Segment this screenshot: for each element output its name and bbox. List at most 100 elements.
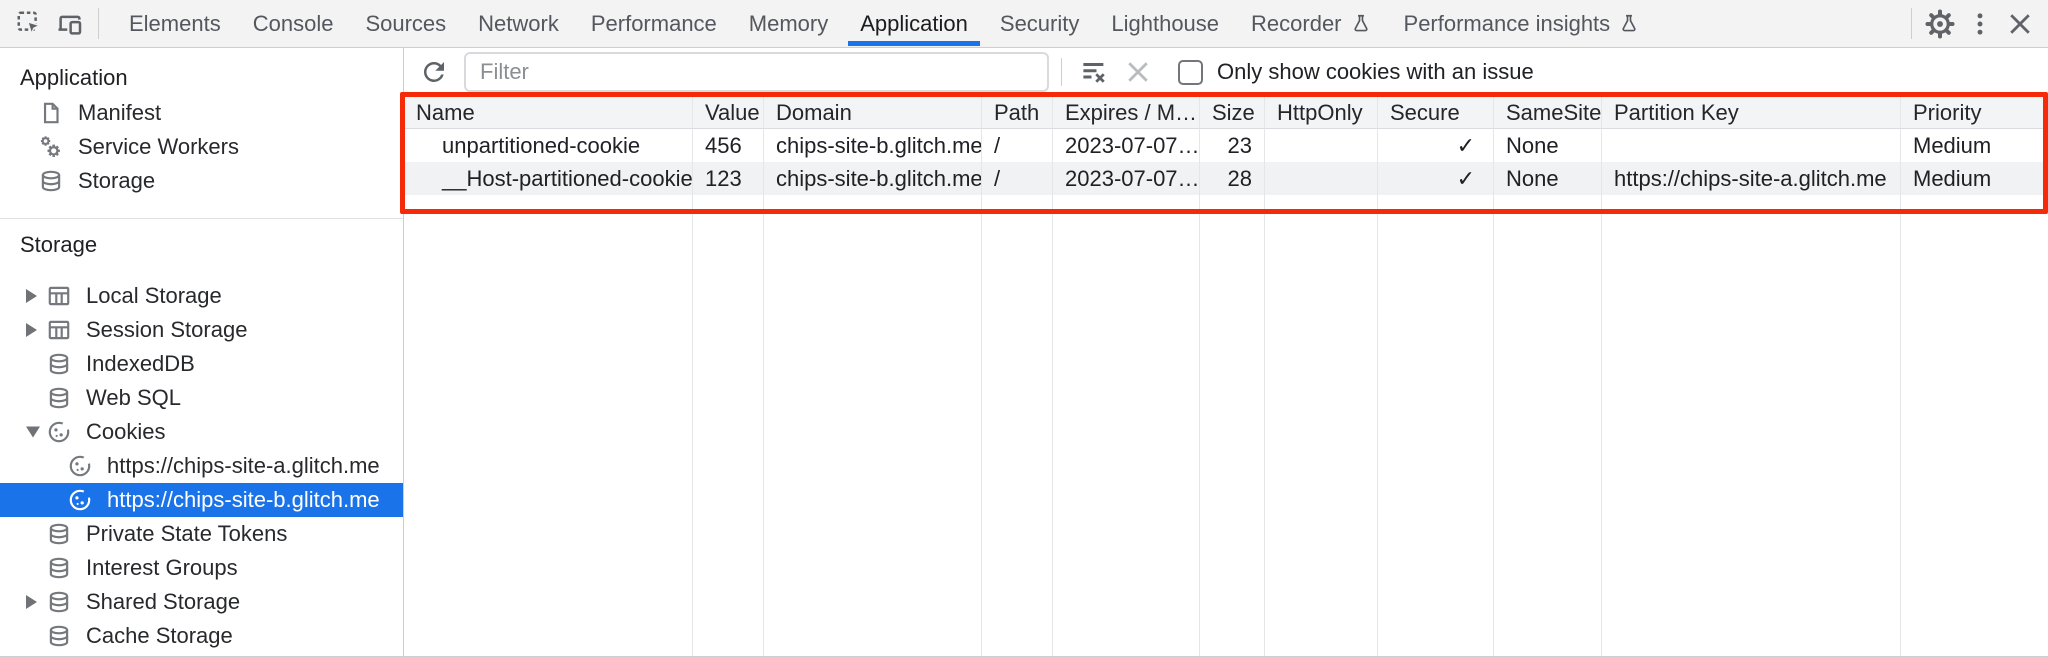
tab-console[interactable]: Console [252,10,334,36]
cell-path: / [982,129,1053,162]
chevron-right-icon[interactable] [26,289,37,303]
sidebar-item-cookies-chips-site-b[interactable]: https://chips-site-b.glitch.me [0,483,403,517]
cell-priority: Medium [1901,162,2048,195]
sidebar-item-cookies[interactable]: Cookies [0,415,403,449]
device-toolbar-icon[interactable] [50,0,90,47]
sidebar-item-label: Cookies [86,419,166,444]
tab-network[interactable]: Network [478,10,559,36]
sidebar-item-interest-groups[interactable]: Interest Groups [0,551,403,585]
section-title: Storage [20,232,98,257]
sidebar-item-session-storage[interactable]: Session Storage [0,313,403,347]
column-header-size[interactable]: Size [1200,96,1265,129]
cookies-filter-bar: Only show cookies with an issue [404,48,2048,96]
panel-tabs: Elements Console Sources Network Perform… [113,0,1656,47]
sidebar-item-label: https://chips-site-b.glitch.me [107,487,380,512]
cell-size: 23 [1200,129,1265,162]
sidebar-item-indexeddb[interactable]: IndexedDB [0,347,403,381]
sidebar-item-label: Shared Storage [86,589,241,614]
sidebar-item-storage[interactable]: Storage [0,164,403,198]
column-header-httponly[interactable]: HttpOnly [1265,96,1378,129]
tab-application[interactable]: Application [848,0,980,47]
tab-elements[interactable]: Elements [129,10,221,36]
cell-name: __Host-partitioned-cookie [404,162,693,195]
database-icon [46,555,72,581]
tab-memory[interactable]: Memory [748,10,829,36]
toolbar-divider [1911,8,1912,39]
chevron-right-icon[interactable] [26,595,37,609]
settings-gear-icon[interactable] [1920,0,1960,47]
column-header-domain[interactable]: Domain [764,96,982,129]
cell-partition-key: https://chips-site-a.glitch.me [1602,162,1901,195]
column-header-expires[interactable]: Expires / M… [1053,96,1200,129]
cell-httponly [1265,129,1378,162]
chevron-right-icon[interactable] [26,323,37,337]
cookie-icon [46,419,72,445]
sidebar-item-local-storage[interactable]: Local Storage [0,279,403,313]
tab-recorder[interactable]: Recorder [1239,0,1383,47]
cookie-row[interactable]: __Host-partitioned-cookie 123 chips-site… [404,162,2048,195]
sidebar-item-label: Web SQL [86,385,181,410]
column-header-partition-key[interactable]: Partition Key [1602,96,1901,129]
tab-performance-insights[interactable]: Performance insights [1392,0,1653,47]
refresh-icon[interactable] [412,50,456,94]
sidebar-item-label: Session Storage [86,317,248,342]
sidebar-item-label: https://chips-site-a.glitch.me [107,453,380,478]
cookie-row[interactable]: unpartitioned-cookie 456 chips-site-b.gl… [404,129,2048,162]
cookie-icon [67,487,93,513]
cell-value: 456 [693,129,764,162]
cookies-table-header: Name Value Domain Path Expires / M… Size… [404,96,2048,129]
cell-domain: chips-site-b.glitch.me [764,162,982,195]
cookies-table: Name Value Domain Path Expires / M… Size… [404,96,2048,656]
sidebar-item-cookies-chips-site-a[interactable]: https://chips-site-a.glitch.me [0,449,403,483]
issue-filter-checkbox[interactable] [1178,59,1203,85]
sidebar-item-label: Private State Tokens [86,521,288,546]
tab-lighthouse[interactable]: Lighthouse [1111,10,1220,36]
sidebar-item-web-sql[interactable]: Web SQL [0,381,403,415]
cookie-icon [67,453,93,479]
cell-value: 123 [693,162,764,195]
tab-sources[interactable]: Sources [365,10,447,36]
tab-performance[interactable]: Performance [590,10,717,36]
sidebar-item-label: Service Workers [78,134,239,159]
filter-input[interactable] [464,52,1049,92]
database-icon [46,385,72,411]
column-header-name[interactable]: Name [404,96,693,129]
database-icon [46,623,72,649]
column-header-path[interactable]: Path [982,96,1053,129]
sidebar-item-label: Local Storage [86,283,222,308]
more-options-icon[interactable] [1960,0,2000,47]
sidebar-item-private-state-tokens[interactable]: Private State Tokens [0,517,403,551]
database-icon [46,589,72,615]
database-icon [46,351,72,377]
cell-samesite: None [1494,129,1602,162]
cell-priority: Medium [1913,133,1992,158]
table-icon [46,317,72,343]
cookies-panel: Only show cookies with an issue Name Val… [400,48,2048,656]
column-header-samesite[interactable]: SameSite [1494,96,1602,129]
sidebar-item-manifest[interactable]: Manifest [0,96,403,130]
cell-samesite: None [1494,162,1602,195]
delete-selected-icon[interactable] [1116,50,1160,94]
sidebar-item-shared-storage[interactable]: Shared Storage [0,585,403,619]
toolbar-right-controls [1903,0,2048,47]
close-icon[interactable] [2000,0,2040,47]
sidebar-item-label: Manifest [78,100,162,125]
experiment-flask-icon [1350,13,1372,35]
sidebar-item-label: IndexedDB [86,351,195,376]
issue-filter-label: Only show cookies with an issue [1217,59,1534,84]
application-sidebar: Application Manifest [0,48,404,656]
column-header-value[interactable]: Value [693,96,764,129]
chevron-down-icon[interactable] [26,426,40,438]
cell-secure-checkmark: ✓ [1378,162,1494,195]
column-header-priority[interactable]: Priority [1901,96,2048,129]
sidebar-item-cache-storage[interactable]: Cache Storage [0,619,403,653]
tab-security[interactable]: Security [999,10,1080,36]
database-icon [46,521,72,547]
sidebar-section-storage: Storage Local Storage Session Storage [0,218,403,653]
clear-filter-icon[interactable] [1072,50,1116,94]
sidebar-section-application: Application Manifest [0,48,403,198]
column-header-secure[interactable]: Secure [1378,96,1494,129]
sidebar-item-service-workers[interactable]: Service Workers [0,130,403,164]
inspect-icon[interactable] [10,0,50,47]
